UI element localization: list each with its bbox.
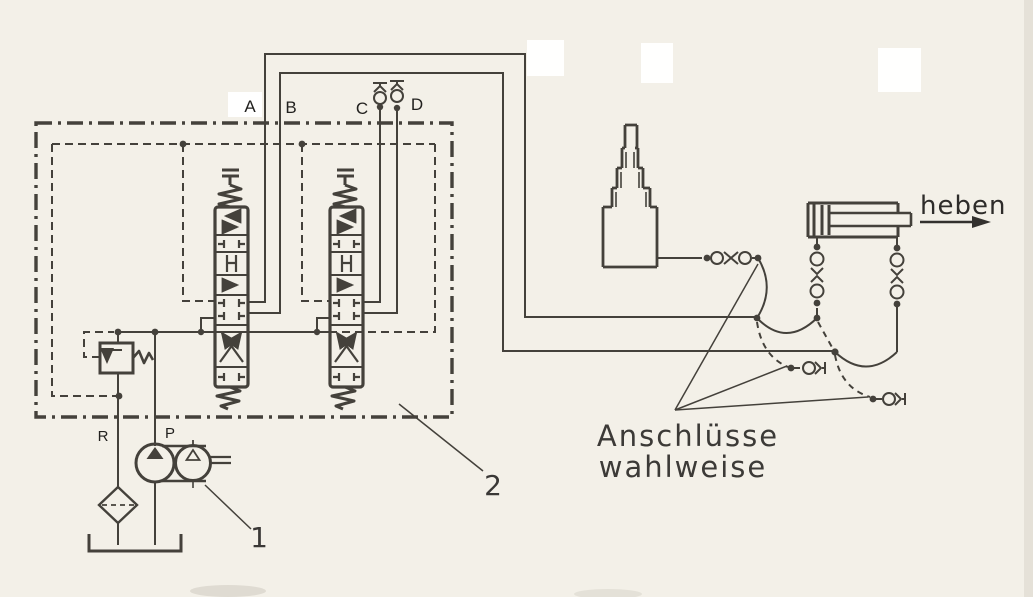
work-lines-c-d: [363, 107, 398, 314]
pressure-relief-valve: [98, 332, 155, 396]
pilot-dashed-lines: [51, 143, 436, 397]
optional-coupling-1-icon: [802, 361, 826, 375]
leader-valve-block: [398, 403, 484, 472]
drive-shaft-icon: [210, 455, 231, 465]
telescopic-feed-line: [657, 257, 768, 319]
port-label-c: C: [356, 99, 368, 118]
callout-pump-number: 1: [250, 521, 268, 554]
work-lines-a-b: [248, 53, 835, 352]
return-line-label: R: [98, 428, 109, 445]
optional-connections: [756, 321, 882, 400]
optional-coupling-2-icon: [882, 392, 906, 406]
port-label-b: B: [285, 98, 296, 117]
telescopic-cylinder: [601, 123, 659, 269]
coupling-pair-telescopic-icon: [710, 251, 752, 265]
leader-optional-1: [674, 263, 759, 411]
cylinder-connection-arcs: [756, 317, 898, 368]
port-label-d: D: [411, 95, 423, 114]
valve-block-enclosure: [34, 121, 454, 419]
leader-optional-3: [674, 396, 869, 411]
lift-cylinder: [806, 201, 913, 352]
junction-dots: [114, 103, 901, 403]
coupling-pair-rod-side-icon: [889, 252, 905, 300]
directional-valve-1: [215, 170, 248, 409]
directional-valve-2: [330, 170, 363, 409]
optional-connections-note-line2: wahlweise: [599, 450, 768, 484]
coupling-c-icon: [372, 82, 388, 105]
optional-connections-note-line1: Anschlüsse: [597, 419, 779, 453]
lift-direction-arrow: [920, 216, 991, 228]
pump-unit: [134, 332, 231, 488]
coupling-d-icon: [389, 80, 405, 103]
leader-optional-2: [674, 365, 788, 411]
callout-valve-block-number: 2: [484, 469, 502, 502]
lift-direction-label: heben: [920, 191, 1006, 221]
leader-pump: [204, 484, 252, 530]
text-labels: A B C D R P 1 2 heben Anschlüsse wahlwei…: [98, 95, 1006, 554]
pressure-line-label: P: [165, 425, 175, 442]
port-label-a: A: [244, 97, 256, 116]
tank-icon: [87, 534, 183, 553]
coupling-pair-cap-side-icon: [809, 251, 825, 299]
scan-artifacts: [190, 0, 1033, 597]
return-line-filter-tank: [87, 396, 183, 553]
callout-leaders: [204, 263, 869, 530]
